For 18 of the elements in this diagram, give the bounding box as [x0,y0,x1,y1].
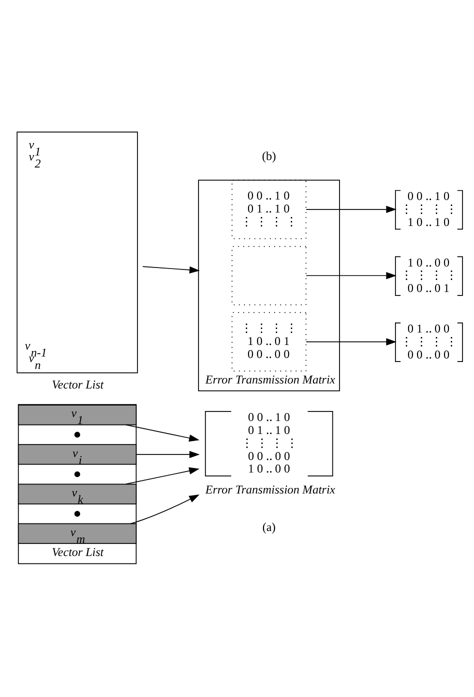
node-box [232,246,306,306]
arrow [130,494,200,524]
label: (a) [262,520,276,534]
arrow [306,206,396,214]
arrow [142,266,200,274]
node-box: 0 0 ‥ 1 0 0 1 ‥ 1 0 ⋮ ⋮ ⋮ ⋮ [232,180,306,240]
arrow [136,450,200,458]
node-text: 0 0 ‥ 1 0 0 1 ‥ 1 0 ⋮ ⋮ ⋮ ⋮ 0 0 ‥ 0 0 1 0 ‥ 0 0 Error Transmission Matrix [205,410,336,496]
arrow [306,272,396,280]
arrow [306,338,396,346]
arrow [125,467,200,485]
node-label: Vector List [52,377,104,392]
node-text: 0 0 ‥ 1 0 ⋮ ⋮ ⋮ ⋮ 1 0 ‥ 1 0 [400,189,458,229]
arrow [125,424,200,442]
label: (b) [262,149,276,164]
node-box: ⋮ ⋮ ⋮ ⋮ 1 0 ‥ 0 1 0 0 ‥ 0 0 [232,312,306,372]
node-text: 0 1 ‥ 0 0 ⋮ ⋮ ⋮ ⋮ 0 0 ‥ 0 0 [400,322,458,362]
node-text: 1 0 ‥ 0 0 ⋮ ⋮ ⋮ ⋮ 0 0 ‥ 0 1 [400,255,458,296]
